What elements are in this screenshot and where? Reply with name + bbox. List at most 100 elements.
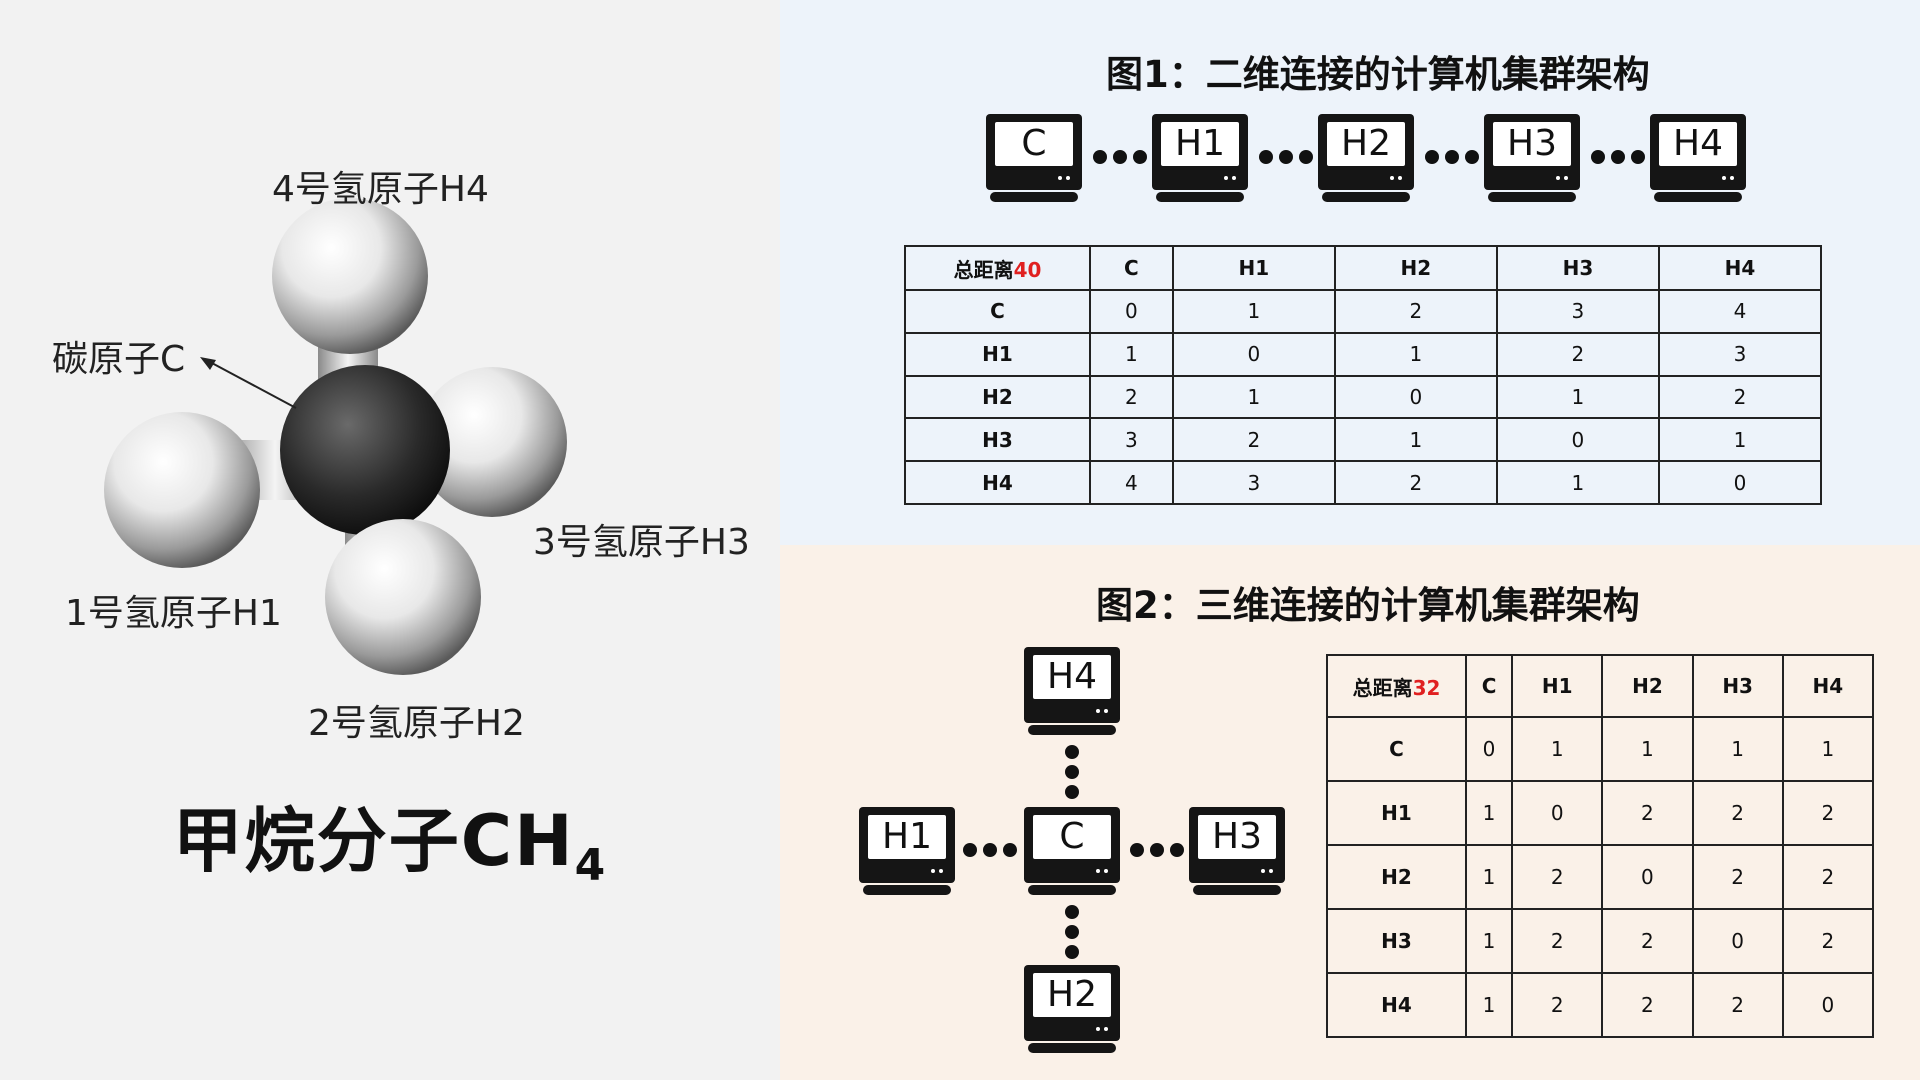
figure2-panel: 图2：三维连接的计算机集群架构 H4 H1 C H3 H2 总距离32 C H1… (780, 545, 1920, 1080)
methane-molecule-illustration (104, 198, 567, 675)
figure2-title: 图2：三维连接的计算机集群架构 (1096, 584, 1640, 627)
table-cell: 2 (1781, 844, 1875, 910)
table-cell: 2 (1511, 908, 1604, 974)
row-header: H3 (1326, 908, 1467, 974)
row-header: C (904, 289, 1091, 334)
hydrogen-h2-sphere (325, 519, 481, 675)
total-distance-value: 32 (1412, 675, 1441, 700)
label-h2: 2号氢原子H2 (308, 703, 525, 744)
computer-node-h2: H2 (1024, 965, 1120, 1055)
hydrogen-h3-sphere (417, 367, 567, 517)
row-header: C (1326, 716, 1467, 782)
computer-label: H3 (1198, 815, 1276, 859)
row-header: H4 (1326, 972, 1467, 1038)
computer-node-h3: H3 (1484, 114, 1580, 204)
connection-dots (963, 843, 1017, 857)
table-cell: 2 (1171, 417, 1336, 463)
table-cell: 1 (1464, 844, 1514, 910)
table-row: H4 4 3 2 1 0 (904, 460, 1823, 505)
table-cell: 2 (1511, 844, 1604, 910)
table-cell: 2 (1691, 972, 1784, 1038)
computer-node-c: C (1024, 807, 1120, 897)
table-cell: 0 (1511, 780, 1604, 846)
table-cell: 0 (1781, 972, 1875, 1038)
computer-label: C (995, 122, 1073, 166)
row-header: H1 (1326, 780, 1467, 846)
column-header: H2 (1601, 654, 1694, 718)
hydrogen-h4-sphere (272, 198, 428, 354)
table-cell: 2 (1089, 374, 1174, 420)
table-cell: 1 (1333, 331, 1498, 377)
table-cell: 1 (1464, 908, 1514, 974)
connection-dots (1130, 843, 1184, 857)
connection-dots (1425, 150, 1479, 164)
label-h1: 1号氢原子H1 (65, 593, 282, 634)
table-cell: 0 (1333, 374, 1498, 420)
computer-label: H1 (1161, 122, 1239, 166)
connection-dots (1093, 150, 1147, 164)
computer-label: H2 (1033, 973, 1111, 1017)
molecule-title-subscript: 4 (574, 840, 608, 891)
computer-node-h1: H1 (859, 807, 955, 897)
table-cell: 3 (1657, 331, 1823, 377)
column-header: C (1089, 245, 1174, 291)
table-cell: 1 (1657, 417, 1823, 463)
table-cell: 2 (1495, 331, 1660, 377)
table-cell: 0 (1171, 331, 1336, 377)
total-distance-label: 总距离 (953, 257, 1014, 282)
carbon-pointer-arrowhead (200, 357, 216, 370)
column-header: C (1464, 654, 1514, 718)
table-cell: 3 (1495, 289, 1660, 334)
molecule-title: 甲烷分子CH4 (0, 785, 780, 891)
table-cell: 2 (1657, 374, 1823, 420)
column-header: H4 (1781, 654, 1875, 718)
table-row: H1 1 0 2 2 2 (1326, 780, 1875, 846)
table-row: H2 2 1 0 1 2 (904, 374, 1823, 420)
carbon-sphere (280, 365, 450, 535)
figure1-distance-table: 总距离40 C H1 H2 H3 H4 C 0 1 2 3 4 H1 1 0 1 (904, 245, 1823, 505)
computer-label: H3 (1493, 122, 1571, 166)
label-carbon: 碳原子C (52, 339, 186, 380)
table-row: H3 3 2 1 0 1 (904, 417, 1823, 463)
table-corner-header: 总距离40 (904, 245, 1091, 291)
connection-dots (1065, 745, 1079, 799)
table-cell: 2 (1333, 460, 1498, 505)
connection-dots (1259, 150, 1313, 164)
table-cell: 2 (1691, 844, 1784, 910)
computer-label: H4 (1033, 655, 1111, 699)
row-header: H2 (1326, 844, 1467, 910)
table-cell: 1 (1333, 417, 1498, 463)
table-cell: 1 (1464, 780, 1514, 846)
table-cell: 2 (1601, 780, 1694, 846)
connection-dots (1065, 905, 1079, 959)
total-distance-label: 总距离 (1352, 675, 1413, 700)
computer-label: H2 (1327, 122, 1405, 166)
table-cell: 1 (1464, 972, 1514, 1038)
table-cell: 2 (1601, 972, 1694, 1038)
column-header: H1 (1511, 654, 1604, 718)
figure1-title: 图1：二维连接的计算机集群架构 (1106, 53, 1650, 96)
label-h4: 4号氢原子H4 (272, 169, 489, 210)
table-cell: 2 (1691, 780, 1784, 846)
column-header: H3 (1495, 245, 1660, 291)
total-distance-value: 40 (1013, 257, 1042, 282)
table-corner-header: 总距离32 (1326, 654, 1467, 718)
table-cell: 1 (1781, 716, 1875, 782)
table-row: C 0 1 1 1 1 (1326, 716, 1875, 782)
molecule-title-main: 甲烷分子CH (172, 800, 575, 882)
table-cell: 2 (1781, 780, 1875, 846)
table-cell: 1 (1089, 331, 1174, 377)
computer-label: H1 (868, 815, 946, 859)
computer-node-h2: H2 (1318, 114, 1414, 204)
hydrogen-h1-sphere (104, 412, 260, 568)
table-cell: 0 (1464, 716, 1514, 782)
computer-node-h3: H3 (1189, 807, 1285, 897)
table-row: H3 1 2 2 0 2 (1326, 908, 1875, 974)
carbon-pointer-line (209, 361, 297, 409)
table-cell: 2 (1601, 908, 1694, 974)
table-cell: 0 (1691, 908, 1784, 974)
column-header: H2 (1333, 245, 1498, 291)
table-cell: 3 (1089, 417, 1174, 463)
connection-dots (1591, 150, 1645, 164)
row-header: H2 (904, 374, 1091, 420)
